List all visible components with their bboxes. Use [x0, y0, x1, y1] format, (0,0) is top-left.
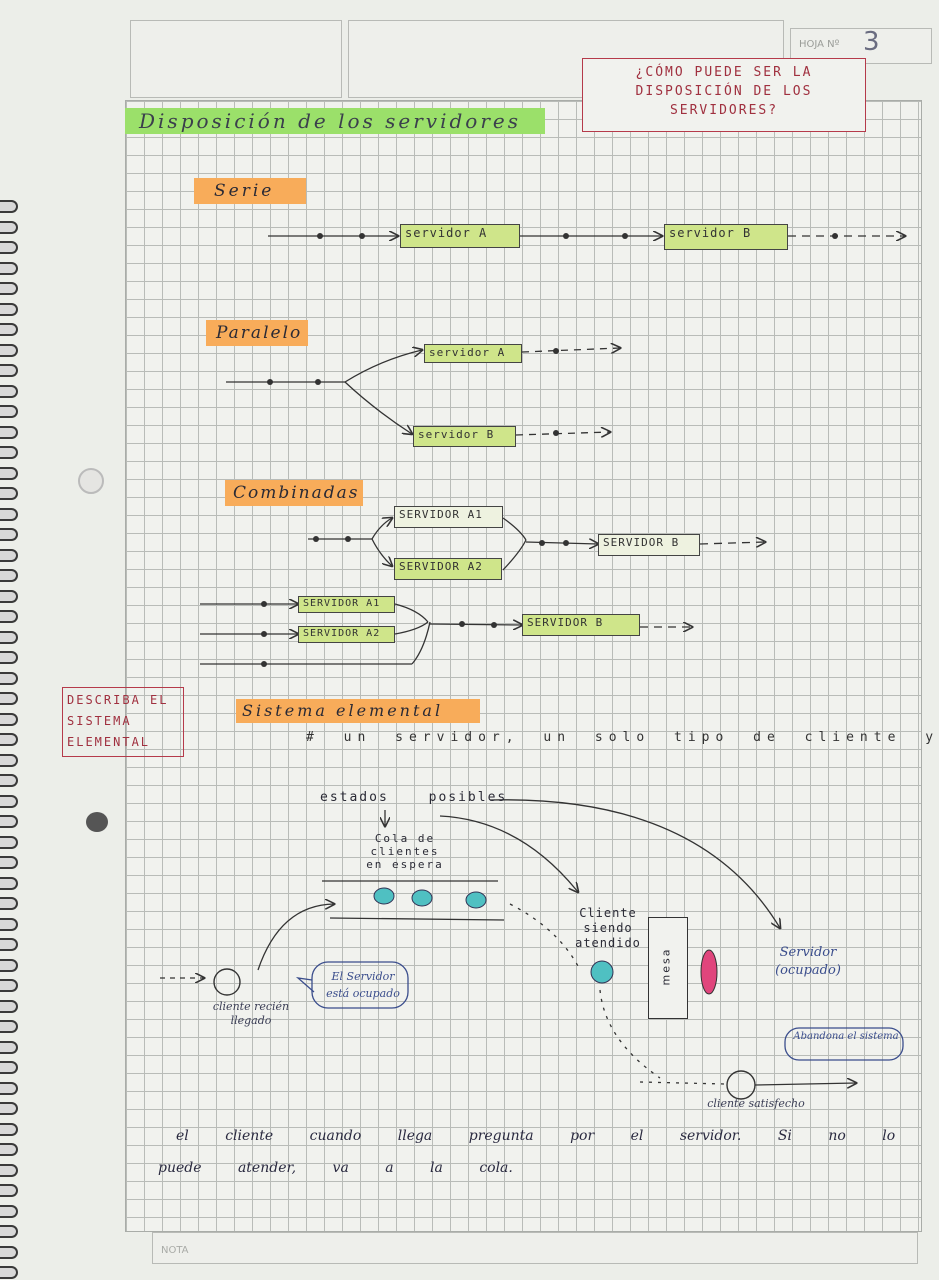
hoja-label: HOJA Nº [799, 39, 840, 50]
spiral-ring [0, 1122, 18, 1136]
spiral-ring [0, 487, 18, 500]
spiral-ring [0, 589, 18, 603]
spiral-ring [0, 897, 18, 910]
spiral-ring [0, 1061, 18, 1074]
header-box-left [130, 20, 342, 98]
spiral-ring [0, 1163, 18, 1177]
comb1-server-a1: SERVIDOR A1 [394, 506, 503, 528]
serie-server-a: servidor A [400, 224, 520, 248]
spiral-ring [0, 569, 18, 582]
spiral-ring [0, 1040, 18, 1054]
spiral-ring [0, 466, 18, 480]
spiral-ring [0, 1020, 18, 1033]
spiral-ring [0, 220, 18, 234]
spiral-ring [0, 1204, 18, 1218]
spiral-ring [0, 856, 18, 869]
describa-box: DESCRIBA EL SISTEMA ELEMENTAL [62, 687, 184, 757]
paralelo-server-b: servidor B [413, 426, 516, 447]
spiral-ring [0, 958, 18, 972]
grid-area [125, 100, 922, 1232]
comb2-server-a1: SERVIDOR A1 [298, 596, 395, 613]
spiral-ring [0, 405, 18, 418]
abandona-label: Abandona el sistema [793, 1031, 899, 1042]
nota-label: NOTA [161, 1245, 189, 1256]
describa-text: DESCRIBA EL SISTEMA ELEMENTAL [67, 693, 169, 749]
spiral-ring [0, 302, 18, 316]
section-serie: Serie [194, 178, 306, 204]
spiral-ring [0, 1225, 18, 1238]
spiral-ring [0, 835, 18, 849]
mesa-box: mesa [648, 917, 688, 1019]
question-box: ¿CÓMO PUEDE SER LA DISPOSICIÓN DE LOS SE… [582, 58, 866, 132]
paragraph-line-1: el cliente cuando llega pregunta por el … [176, 1128, 896, 1144]
spiral-ring [0, 1143, 18, 1156]
spiral-ring [0, 999, 18, 1013]
spiral-ring [0, 364, 18, 377]
spiral-ring [0, 671, 18, 685]
spiral-ring [0, 1081, 18, 1095]
spiral-ring [0, 753, 18, 767]
spiral-ring [0, 425, 18, 439]
sistema-note: # un servidor, un solo tipo de cliente y… [306, 730, 939, 745]
spiral-ring [0, 794, 18, 808]
estados-posibles: estados posibles [320, 790, 508, 805]
spiral-ring [0, 774, 18, 787]
section-paralelo: Paralelo [206, 320, 308, 346]
question-text: ¿CÓMO PUEDE SER LA DISPOSICIÓN DE LOS SE… [635, 65, 813, 118]
section-combinadas: Combinadas [225, 480, 363, 506]
spiral-ring [0, 651, 18, 664]
spiral-ring [0, 507, 18, 521]
servidor-esta-ocupado: El Servidor está ocupado [326, 970, 400, 1000]
spiral-ring [0, 241, 18, 254]
paralelo-server-a: servidor A [424, 344, 522, 363]
spiral-ring [0, 1102, 18, 1115]
spiral-ring [0, 528, 18, 541]
page-title: Disposición de los servidores [125, 108, 545, 134]
serie-server-b: servidor B [664, 224, 788, 250]
comb1-server-a2: SERVIDOR A2 [394, 558, 502, 580]
spiral-ring [0, 343, 18, 357]
comb2-server-a2: SERVIDOR A2 [298, 626, 395, 643]
mesa-label: mesa [659, 947, 673, 986]
comb2-server-b: SERVIDOR B [522, 614, 640, 636]
spiral-ring [0, 1266, 18, 1279]
servidor-ocupado-label: Servidor (ocupado) [775, 945, 841, 978]
spiral-ring [0, 548, 18, 562]
spiral-ring [0, 1184, 18, 1197]
spiral-ring [0, 1245, 18, 1259]
binder-hole-bottom [86, 812, 108, 832]
spiral-ring [0, 876, 18, 890]
cola-label: Cola de clientes en espera [366, 832, 444, 871]
spiral-ring [0, 917, 18, 931]
spiral-ring [0, 733, 18, 746]
cliente-atendido-label: Cliente siendo atendido [575, 906, 641, 950]
hoja-number: 3 [863, 27, 880, 57]
spiral-ring [0, 815, 18, 828]
spiral-ring [0, 323, 18, 336]
spiral-ring [0, 384, 18, 398]
spiral-ring [0, 610, 18, 623]
spiral-ring [0, 446, 18, 459]
section-sistema: Sistema elemental [236, 699, 480, 723]
binder-hole-top [78, 468, 104, 494]
spiral-ring [0, 938, 18, 951]
cliente-recien-llegado: cliente recién llegado [212, 1000, 290, 1027]
comb1-server-b: SERVIDOR B [598, 534, 700, 556]
spiral-ring [0, 261, 18, 275]
paragraph-line-2: puede atender, va a la cola. [158, 1160, 513, 1176]
spiral-ring [0, 692, 18, 705]
spiral-ring [0, 712, 18, 726]
spiral-ring [0, 630, 18, 644]
cliente-satisfecho: cliente satisfecho [707, 1097, 805, 1110]
spiral-ring [0, 200, 18, 213]
spiral-ring [0, 979, 18, 992]
spiral-ring [0, 282, 18, 295]
nota-box: NOTA [152, 1232, 918, 1264]
